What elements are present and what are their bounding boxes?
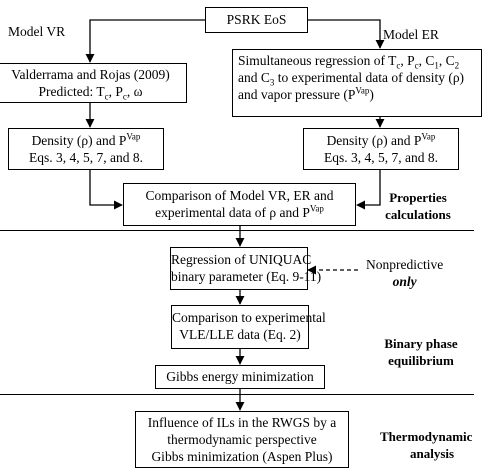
- predicted-properties: Predicted: Tc, Pc, ω: [38, 84, 143, 102]
- properties-calculations-label: Properties calculations: [385, 190, 451, 222]
- density-er-box: Density (ρ) and PVap Eqs. 3, 4, 5, 7, an…: [303, 128, 459, 170]
- thermodynamic-analysis-label: Thermodynamic analysis: [380, 429, 473, 461]
- regression-line-1: Simultaneous regression of Tc, Pc, C1, C…: [238, 53, 460, 71]
- comparison-line-1: Comparison of Model VR, ER and: [145, 188, 334, 203]
- rwgs-line-2: thermodynamic perspective: [167, 432, 317, 447]
- regression-line-2: and C3 to experimental data of density (…: [238, 70, 465, 88]
- model-er-label: Model ER: [383, 27, 439, 42]
- arrow-psrk-to-er: [308, 19, 385, 49]
- arrow-psrk-to-vr: [85, 19, 205, 63]
- arrow-densityer-to-comparison: [356, 170, 381, 210]
- comparison-line-2: experimental data of ρ and PVap: [155, 203, 324, 220]
- rwgs-line-3: Gibbs minimization (Aspen Plus): [151, 449, 333, 464]
- nonpredictive-label: Nonpredictive only: [366, 257, 444, 289]
- uniquac-regression-box: Regression of UNIQUAC binary parameter (…: [170, 247, 322, 290]
- density-er-equations: Eqs. 3, 4, 5, 7, and 8.: [324, 150, 438, 165]
- arrow-densityvr-to-comparison: [89, 170, 123, 210]
- valderrama-rojas-box: Valderrama and Rojas (2009) Predicted: T…: [0, 63, 187, 103]
- density-vr-box: Density (ρ) and PVap Eqs. 3, 4, 5, 7, an…: [8, 128, 164, 170]
- psrk-eos-label: PSRK EoS: [226, 12, 287, 27]
- section-divider-2: [0, 394, 474, 395]
- model-vr-label: Model VR: [8, 24, 66, 39]
- regression-line-3: and vapor pressure (PVap): [238, 85, 374, 102]
- uniquac-line-2: binary parameter (Eq. 9-11): [171, 269, 322, 284]
- uniquac-line-1: Regression of UNIQUAC: [171, 252, 312, 267]
- binary-phase-equilibrium-label: Binary phase equilibrium: [384, 336, 458, 368]
- vle-line-2: VLE/LLE data (Eq. 2): [179, 327, 301, 342]
- gibbs-minimization-box: Gibbs energy minimization: [155, 365, 325, 389]
- gibbs-minimization-label: Gibbs energy minimization: [166, 369, 314, 384]
- comparison-models-box: Comparison of Model VR, ER and experimen…: [123, 183, 356, 226]
- psrk-eos-box: PSRK EoS: [205, 7, 308, 33]
- valderrama-rojas-title: Valderrama and Rojas (2009): [11, 67, 170, 82]
- simultaneous-regression-box: Simultaneous regression of Tc, Pc, C1, C…: [232, 49, 482, 117]
- rwgs-influence-box: Influence of ILs in the RWGS by a thermo…: [135, 411, 349, 468]
- density-vr-equations: Eqs. 3, 4, 5, 7, and 8.: [29, 150, 143, 165]
- density-vr-line-1: Density (ρ) and PVap: [31, 131, 141, 148]
- vle-line-1: Comparison to experimental: [172, 310, 326, 325]
- section-divider-1: [0, 230, 474, 231]
- vle-comparison-box: Comparison to experimental VLE/LLE data …: [171, 305, 326, 349]
- rwgs-line-1: Influence of ILs in the RWGS by a: [147, 415, 337, 430]
- density-er-line-1: Density (ρ) and PVap: [326, 131, 436, 148]
